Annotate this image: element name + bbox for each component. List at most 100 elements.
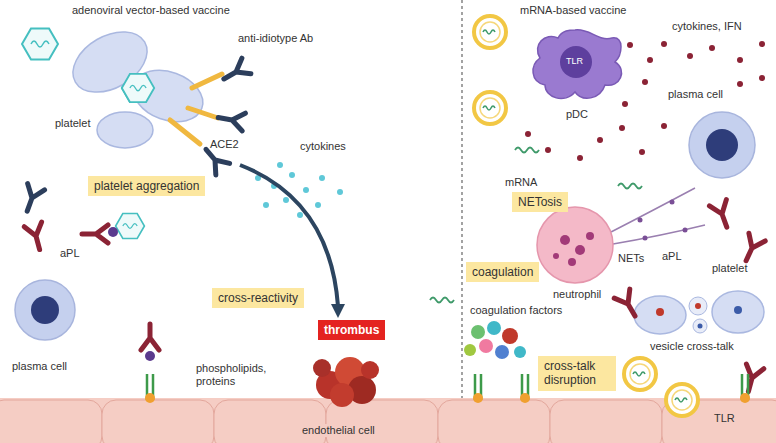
- cytokine-dots-part: [319, 175, 325, 181]
- label-text: ACE2: [210, 138, 239, 151]
- net-strands: [611, 188, 705, 244]
- antibody-apl-part: [614, 289, 643, 321]
- neutrophil-cell-part: [586, 232, 594, 240]
- antibody-navy: [19, 58, 251, 214]
- label-text: mRNA: [505, 176, 537, 189]
- label-text: plasma cell: [668, 88, 723, 101]
- plasma-cell-part: [689, 112, 755, 178]
- box-text: thrombus: [324, 323, 379, 337]
- platelet-shape-part: [97, 112, 153, 148]
- adenovirus-on-platelet: [122, 74, 154, 102]
- ifn-dots: [525, 41, 765, 161]
- label-text: anti-idiotype Ab: [238, 32, 313, 45]
- endothelium-part: [0, 400, 102, 443]
- vesicle-part: [695, 303, 701, 309]
- cytokine-arrow-part: [331, 304, 345, 318]
- ifn-dots-part: [577, 155, 583, 161]
- platelet-shape-part: [712, 291, 764, 333]
- divider-line: [462, 0, 463, 398]
- net-strands-part: [683, 228, 688, 233]
- label-text: coagulation factors: [470, 304, 562, 317]
- label-text: cytokines, IFN: [672, 20, 742, 33]
- antibody-navy-part: [219, 58, 251, 87]
- box-text: platelet aggregation: [94, 179, 199, 193]
- net-strands-part: [643, 236, 648, 241]
- coagulation-factors-part: [487, 321, 501, 335]
- antibody-apl-part: [24, 222, 48, 252]
- label-text: neutrophil: [553, 288, 601, 301]
- ifn-dots-part: [737, 81, 743, 87]
- endothelium-part: [438, 400, 550, 443]
- antibody-apl-part: [141, 324, 159, 350]
- pdc-cell-part: [533, 30, 622, 99]
- antibody-apl-part: [82, 225, 108, 243]
- lipid-nanoparticle-part: [624, 358, 656, 390]
- coagulation-factors-part: [502, 328, 518, 344]
- endothelium-part: [102, 400, 214, 443]
- adenovirus-icon-part: [116, 214, 145, 239]
- vesicle-part: [656, 308, 664, 316]
- thrombus-clot: [313, 357, 379, 407]
- label-text: phospholipids, proteins: [196, 362, 278, 388]
- label-text: plasma cell: [12, 360, 67, 373]
- cytokine-dots: [255, 162, 343, 218]
- cytokine-dots-part: [263, 202, 269, 208]
- ifn-dots-part: [627, 42, 633, 48]
- neutrophil-cell-part: [568, 258, 576, 266]
- label-text: vesicle cross-talk: [650, 340, 734, 353]
- mrna-strand-part: [515, 148, 539, 153]
- highlight-box: coagulation: [466, 262, 539, 282]
- plasma-cell-part: [706, 129, 738, 161]
- coagulation-factors-part: [514, 346, 526, 358]
- antigen-ball: [108, 227, 155, 361]
- coagulation-factors-part: [464, 344, 476, 356]
- mrna-strand: [430, 148, 642, 303]
- platelet-shape-part: [634, 296, 686, 334]
- ifn-dots-part: [525, 131, 531, 137]
- highlight-box: NETosis: [512, 192, 568, 212]
- label-text: mRNA-based vaccine: [520, 4, 626, 17]
- box-text: cross-reactivity: [218, 291, 298, 305]
- coagulation-factors: [464, 321, 526, 359]
- vesicle-part: [689, 297, 707, 315]
- ifn-dots-part: [709, 45, 715, 51]
- antibody-apl-part: [740, 364, 764, 394]
- pdc-cell-part: [560, 46, 592, 78]
- box-text: NETosis: [518, 195, 562, 209]
- lipid-nanoparticle-part: [666, 384, 698, 416]
- ifn-dots-part: [639, 149, 645, 155]
- antibody-navy-part: [19, 184, 45, 215]
- ace2-receptor: [170, 74, 222, 144]
- cytokine-arrow-part: [240, 165, 338, 306]
- vesicle-part: [693, 319, 707, 333]
- mrna-strand-part: [618, 184, 642, 189]
- label-text: endothelial cell: [300, 424, 377, 437]
- thrombus-clot-part: [313, 359, 331, 377]
- ifn-dots-part: [687, 53, 693, 59]
- neutrophil-cell-part: [537, 207, 613, 283]
- lipid-nanoparticle: [474, 16, 698, 416]
- cytokine-dots-part: [283, 197, 289, 203]
- endothelium: [0, 398, 776, 443]
- label-text: adenoviral vector-based vaccine: [72, 4, 230, 17]
- label-text: aPL: [60, 247, 80, 260]
- label-text: TLR: [566, 56, 583, 67]
- cytokine-dots-part: [303, 187, 309, 193]
- label-text: cytokines: [300, 140, 346, 153]
- plasma-cell: [15, 112, 755, 340]
- ifn-dots-part: [759, 41, 765, 47]
- adenovirus-on-platelet-part: [122, 74, 154, 102]
- neutrophil-cell: [537, 207, 613, 283]
- net-strands-part: [613, 225, 705, 244]
- label-text: platelet: [55, 117, 90, 130]
- lipid-nanoparticle-part: [474, 16, 506, 48]
- ifn-dots-part: [642, 79, 648, 85]
- highlight-box: cross-reactivity: [212, 288, 304, 308]
- ifn-dots-part: [661, 41, 667, 47]
- net-strands-part: [638, 218, 643, 223]
- antibody-apl-part: [709, 200, 735, 231]
- ifn-dots-part: [545, 147, 551, 153]
- adenovirus-icon-part: [122, 74, 154, 102]
